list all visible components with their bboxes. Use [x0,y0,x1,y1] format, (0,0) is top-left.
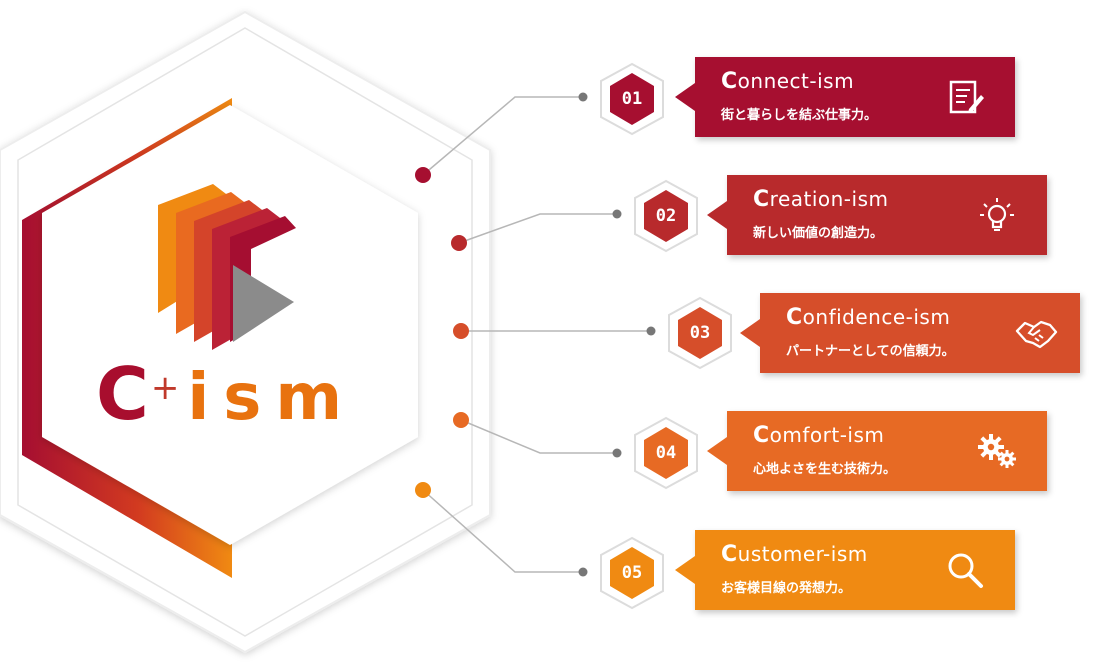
logo-letter-c: C [96,352,149,436]
number-badge-01: 01 [599,62,665,136]
item-title: Customer-ism [721,542,868,567]
logo-plus: + [150,368,180,408]
number-badge-03: 03 [667,296,733,370]
item-title: Confidence-ism [786,305,951,330]
item-title: Creation-ism [753,187,889,212]
connector-lines [422,96,651,573]
item-subtitle: 新しい価値の創造力。 [753,226,884,241]
item-title: Connect-ism [721,69,855,94]
item-title: Comfort-ism [753,423,885,448]
gears-icon [978,434,1016,468]
logo-mark [158,184,296,350]
handshake-icon [1015,320,1058,349]
lightbulb-icon [980,198,1014,231]
logo-ism: ism [187,361,357,435]
item-card-customer-ism: Customer-ism お客様目線の発想力。 [675,530,1015,610]
item-subtitle: お客様目線の発想力。 [721,581,852,596]
item-card-confidence-ism: Confidence-ism パートナーとしての信頼力。 [740,293,1080,373]
number-badge-02: 02 [633,179,699,253]
item-subtitle: パートナーとしての信頼力。 [786,344,955,359]
number-badge-04: 04 [633,416,699,490]
item-subtitle: 街と暮らしを結ぶ仕事力。 [721,108,878,123]
item-subtitle: 心地よさを生む技術力。 [753,462,897,477]
document-pencil-icon [949,80,984,114]
logo-wordmark: C+ism [96,352,356,436]
item-card-comfort-ism: Comfort-ism 心地よさを生む技術力。 [707,411,1047,491]
item-card-creation-ism: Creation-ism 新しい価値の創造力。 [707,175,1047,255]
number-badge-05: 05 [599,536,665,610]
item-card-connect-ism: Connect-ism 街と暮らしを結ぶ仕事力。 [675,57,1015,137]
magnifier-icon [948,553,983,588]
